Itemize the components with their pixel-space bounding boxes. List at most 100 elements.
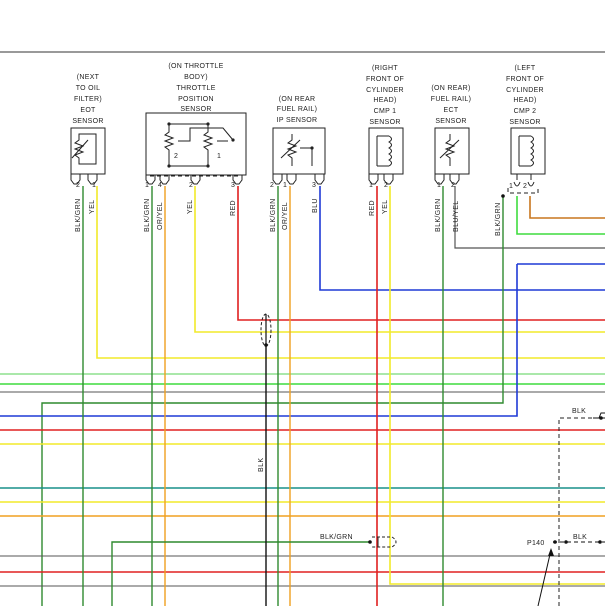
cmp2-title-line-2: FRONT OF <box>506 76 544 83</box>
right-bottom-wire-label-blk: BLK <box>573 534 587 541</box>
ect-pin-2: 2 <box>451 182 455 189</box>
cmp1-pin-1: 1 <box>369 182 373 189</box>
cmp1-title-line-5: CMP 1 <box>374 108 397 115</box>
ip-wire-label-blk-grn: BLK/GRN <box>270 198 277 232</box>
blk-grn-wire-cmp2 <box>41 196 504 606</box>
tps-title-line-1: (ON THROTTLE <box>168 63 223 70</box>
tps-wire-label-blk-grn: BLK/GRN <box>144 198 151 232</box>
ip-pin-3: 3 <box>312 182 316 189</box>
p140-pointer-arrow <box>537 549 552 606</box>
red-wire-tps <box>237 186 605 321</box>
cmp1-coil-icon <box>376 135 392 167</box>
bottom-branch-label-blk-grn: BLK/GRN <box>320 534 353 541</box>
wire-labels: BLK/GRN YEL BLK/GRN OR/YEL YEL RED BLK/G… <box>75 198 502 541</box>
brown-wire <box>529 196 605 219</box>
ect-title-line-4: SENSOR <box>435 118 466 125</box>
eot-thermistor-icon <box>73 133 97 165</box>
cmp2-pin-1: 1 <box>509 183 513 190</box>
blue-wire <box>319 186 605 291</box>
ect-title-line-3: ECT <box>444 107 459 114</box>
tps-internal-label-1: 1 <box>217 153 221 160</box>
throttle-position-sensor: 2 1 1 4 2 3 <box>145 112 247 189</box>
horizontal-wires <box>0 186 605 606</box>
green-wire-cmp2 <box>516 196 605 235</box>
tps-title-line-2: BODY) <box>184 74 208 81</box>
tps-title-line-5: SENSOR <box>180 106 211 113</box>
cmp2-title-line-6: SENSOR <box>509 119 540 126</box>
ip-title-line-1: (ON REAR <box>279 96 316 103</box>
cmp1-pin-2: 2 <box>384 182 388 189</box>
tps-wire-label-yel: YEL <box>187 200 194 214</box>
cmp2-pin-2: 2 <box>523 183 527 190</box>
cmp1-title-line-2: FRONT OF <box>366 76 404 83</box>
p140-connector-area: BLK P140 BLK <box>527 408 605 606</box>
eot-pin-1: 1 <box>92 182 96 189</box>
eot-title-line-1: (NEXT <box>77 74 100 81</box>
ect-wire-label-blk-grn: BLK/GRN <box>435 198 442 232</box>
cmp2-title-line-4: HEAD) <box>513 97 536 104</box>
eot-title-line-4: EOT <box>80 107 96 114</box>
yellow-wire-eot <box>96 186 605 359</box>
ip-title-line-3: IP SENSOR <box>277 117 318 124</box>
ect-sensor: 1 2 <box>434 127 470 189</box>
tps-wire-label-red: RED <box>230 200 237 216</box>
cmp1-wire-label-yel: YEL <box>382 200 389 214</box>
cmp2-coil-icon <box>518 135 534 167</box>
p140-connector-label: P140 <box>527 540 545 547</box>
blu-yel-wire <box>454 186 605 249</box>
cmp2-title-line-1: (LEFT <box>515 65 536 72</box>
tps-pin-4: 4 <box>158 182 162 189</box>
ip-wire-label-or-yel: OR/YEL <box>282 202 289 230</box>
eot-wire-label-yel: YEL <box>89 200 96 214</box>
vertical-wires <box>82 186 605 606</box>
tps-pin-2: 2 <box>189 182 193 189</box>
cmp1-title-line-4: HEAD) <box>373 97 396 104</box>
tps-title-line-3: THROTTLE <box>176 85 215 92</box>
cmp2-connector-icon <box>513 181 535 187</box>
cmp1-title-line-6: SENSOR <box>369 119 400 126</box>
ip-sensor-title: (ON REAR FUEL RAIL) IP SENSOR <box>277 96 318 124</box>
cmp1-title-line-1: (RIGHT <box>372 65 398 72</box>
cmp1-wire-label-red: RED <box>369 200 376 216</box>
ect-thermistor-icon <box>444 134 456 166</box>
ect-sensor-title: (ON REAR) FUEL RAIL) ECT SENSOR <box>431 85 471 125</box>
eot-title-line-2: TO OIL <box>76 85 101 92</box>
cmp2-sensor-title: (LEFT FRONT OF CYLINDER HEAD) CMP 2 SENS… <box>506 65 544 126</box>
eot-sensor-title: (NEXT TO OIL FILTER) EOT SENSOR <box>72 74 103 125</box>
ect-pin-1: 1 <box>437 182 441 189</box>
yellow-wire-tps <box>194 186 605 333</box>
cmp2-sensor: 1 2 <box>501 127 546 198</box>
eot-sensor: 2 1 <box>70 127 106 189</box>
eot-title-line-3: FILTER) <box>74 96 102 103</box>
blue-wire-lower <box>0 264 518 417</box>
ground-wire-label-blk: BLK <box>258 458 265 472</box>
tps-internal-label-2: 2 <box>174 153 178 160</box>
bottom-branch-splice <box>368 536 397 548</box>
tps-potentiometer-1-icon <box>163 124 175 166</box>
cmp2-title-line-3: CYLINDER <box>506 87 544 94</box>
ect-wire-label-blu-yel: BLU/YEL <box>453 200 460 232</box>
cmp2-wire-label-blk-grn: BLK/GRN <box>495 202 502 236</box>
cmp1-sensor-title: (RIGHT FRONT OF CYLINDER HEAD) CMP 1 SEN… <box>366 65 404 126</box>
tps-title: (ON THROTTLE BODY) THROTTLE POSITION SEN… <box>168 63 223 113</box>
ip-pin-1: 1 <box>283 182 287 189</box>
ip-sensor: 2 1 3 <box>270 127 326 189</box>
cmp1-sensor: 1 2 <box>368 127 404 189</box>
bottom-blk-grn-branch <box>111 541 370 606</box>
cmp2-title-line-5: CMP 2 <box>514 108 537 115</box>
ip-pin-2: 2 <box>270 182 274 189</box>
tps-pin-3: 3 <box>231 182 235 189</box>
ect-title-line-2: FUEL RAIL) <box>431 96 471 103</box>
cmp1-title-line-3: CYLINDER <box>366 87 404 94</box>
tps-potentiometer-2-icon <box>202 124 214 166</box>
ip-wire-label-blu: BLU <box>312 198 319 213</box>
eot-wire-label-blk-grn: BLK/GRN <box>75 198 82 232</box>
eot-pin-2: 2 <box>76 182 80 189</box>
eot-title-line-5: SENSOR <box>72 118 103 125</box>
ect-title-line-1: (ON REAR) <box>431 85 470 92</box>
ip-title-line-2: FUEL RAIL) <box>277 106 317 113</box>
tps-pin-1: 1 <box>145 182 149 189</box>
cmp1-yel-wire <box>389 186 605 585</box>
ground-splice <box>260 313 272 347</box>
